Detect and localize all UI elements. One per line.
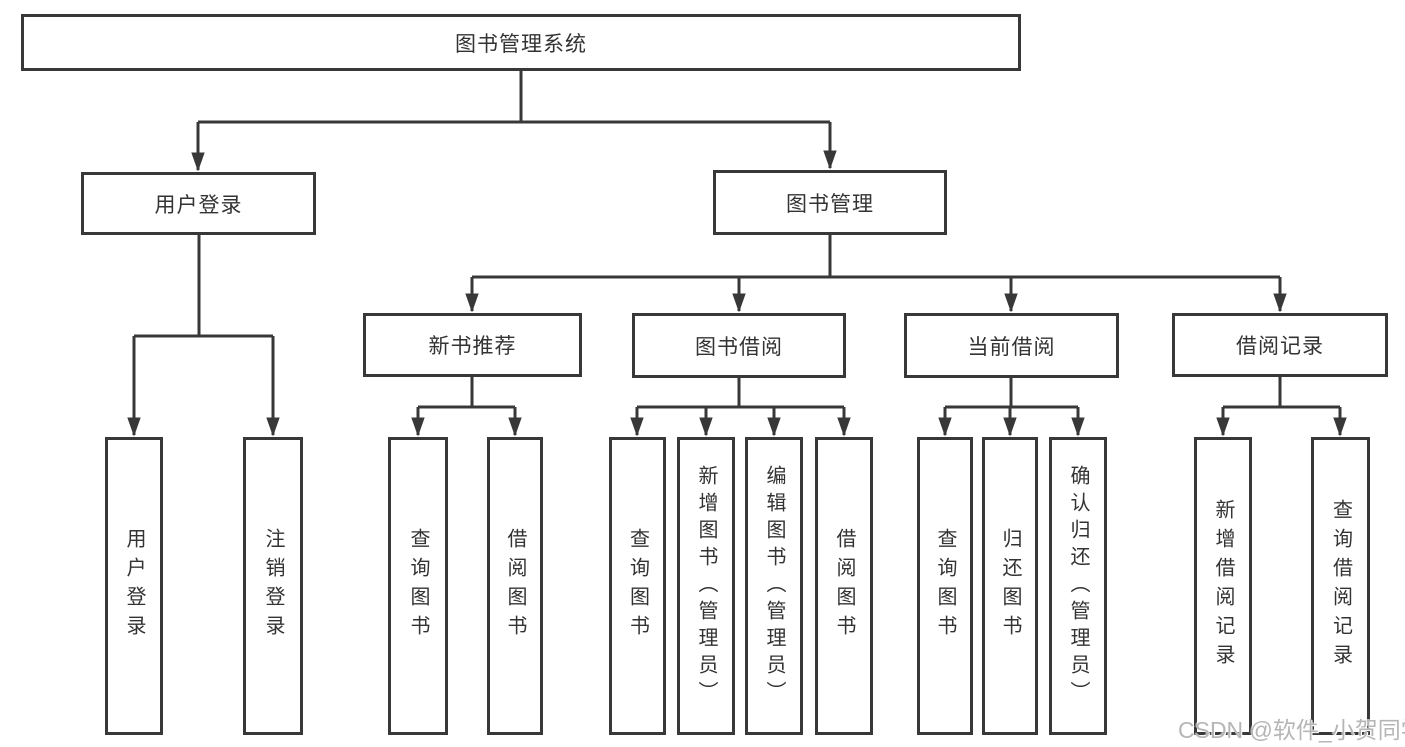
node-user-login: 用户登录 xyxy=(81,172,316,235)
node-current-borrow-label: 当前借阅 xyxy=(967,335,1056,359)
node-book-management-label: 图书管理 xyxy=(786,192,874,216)
node-root-label: 图书管理系统 xyxy=(455,32,587,56)
node-root-system: 图书管理系统 xyxy=(21,14,1021,71)
leaf-query-borrow-record: 查询借阅记录 xyxy=(1311,437,1370,735)
node-borrow-records: 借阅记录 xyxy=(1172,313,1388,377)
leaf-confirm-return-admin-label: 确认归还（管理员） xyxy=(1067,464,1089,708)
leaf-borrow-books-label: 借阅图书 xyxy=(833,528,855,644)
node-current-borrow: 当前借阅 xyxy=(904,313,1119,378)
leaf-edit-books-admin-label: 编辑图书（管理员） xyxy=(763,464,785,708)
node-new-book-recommend: 新书推荐 xyxy=(363,313,582,377)
leaf-logout-label: 注销登录 xyxy=(262,528,284,644)
leaf-recommend-borrow-books: 借阅图书 xyxy=(487,437,543,735)
leaf-recommend-query-books-label: 查询图书 xyxy=(407,528,429,644)
leaf-borrow-books: 借阅图书 xyxy=(815,437,873,735)
leaf-add-borrow-record: 新增借阅记录 xyxy=(1194,437,1252,735)
leaf-recommend-query-books: 查询图书 xyxy=(388,437,448,735)
leaf-logout: 注销登录 xyxy=(243,437,303,735)
node-book-management: 图书管理 xyxy=(713,170,947,235)
leaf-confirm-return-admin: 确认归还（管理员） xyxy=(1049,437,1107,735)
leaf-add-books-admin: 新增图书（管理员） xyxy=(677,437,735,735)
leaf-add-borrow-record-label: 新增借阅记录 xyxy=(1212,499,1234,673)
node-new-book-recommend-label: 新书推荐 xyxy=(428,335,517,358)
leaf-borrow-query-books: 查询图书 xyxy=(609,437,666,735)
node-borrow-records-label: 借阅记录 xyxy=(1236,335,1324,358)
leaf-user-login: 用户登录 xyxy=(105,437,163,735)
leaf-return-books-label: 归还图书 xyxy=(999,528,1021,644)
leaf-current-query-books: 查询图书 xyxy=(917,437,973,735)
leaf-current-query-books-label: 查询图书 xyxy=(934,528,956,644)
node-user-login-label: 用户登录 xyxy=(154,193,243,217)
leaf-user-login-label: 用户登录 xyxy=(123,528,145,644)
node-book-borrow-label: 图书借阅 xyxy=(695,335,783,359)
leaf-borrow-query-books-label: 查询图书 xyxy=(626,528,649,644)
leaf-edit-books-admin: 编辑图书（管理员） xyxy=(745,437,803,735)
leaf-recommend-borrow-books-label: 借阅图书 xyxy=(504,528,526,644)
leaf-return-books: 归还图书 xyxy=(982,437,1038,735)
leaf-query-borrow-record-label: 查询借阅记录 xyxy=(1329,499,1352,673)
leaf-add-books-admin-label: 新增图书（管理员） xyxy=(695,464,717,708)
node-book-borrow: 图书借阅 xyxy=(632,313,846,378)
